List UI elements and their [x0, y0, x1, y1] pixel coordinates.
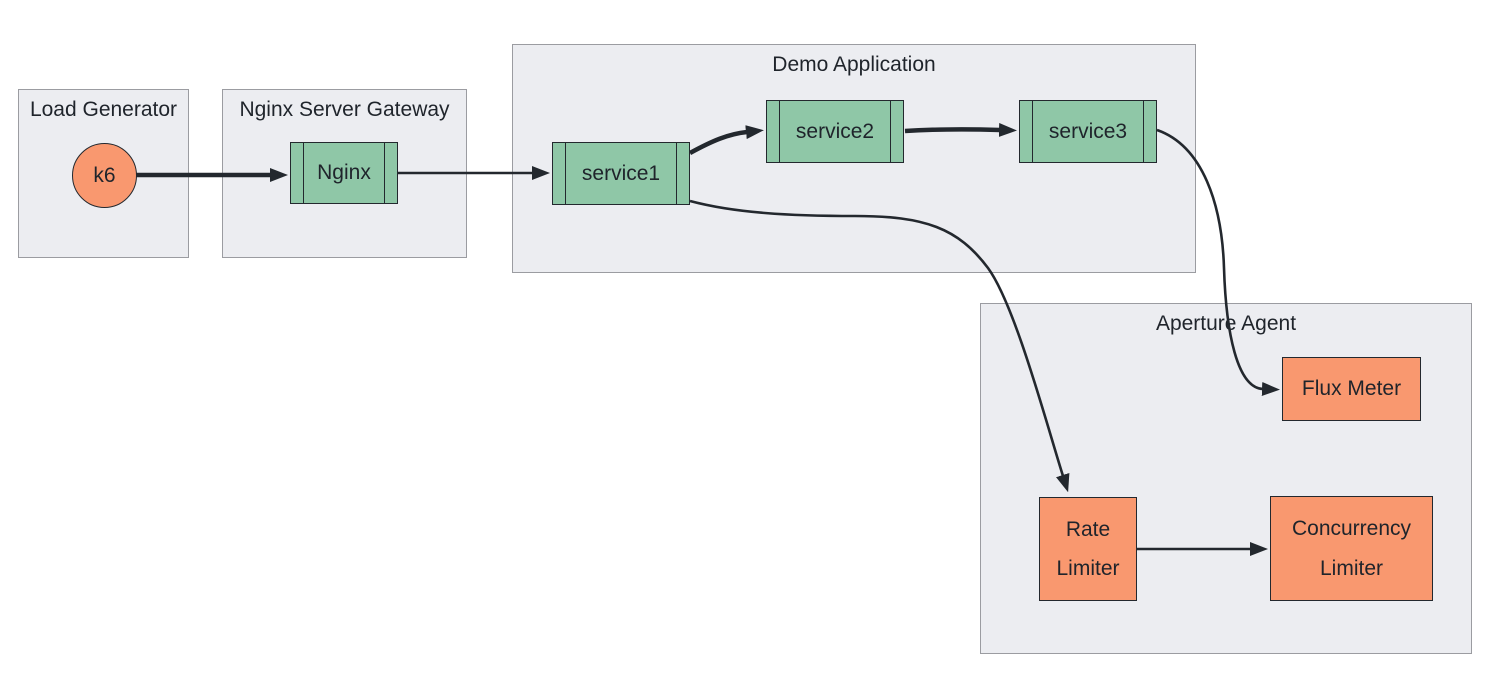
node-concurrency-limiter: Concurrency Limiter: [1270, 496, 1433, 601]
node-service2: service2: [766, 100, 904, 163]
node-service1: service1: [552, 142, 690, 205]
node-service2-label: service2: [795, 119, 875, 143]
node-rate-limiter: Rate Limiter: [1039, 497, 1137, 601]
node-service3: service3: [1019, 100, 1157, 163]
node-service3-label: service3: [1048, 119, 1128, 143]
node-rate-limiter-line1: Rate: [1065, 517, 1111, 541]
node-k6-label: k6: [93, 163, 116, 187]
group-title-load-generator: Load Generator: [29, 98, 178, 121]
node-nginx: Nginx: [290, 142, 398, 204]
node-concurrency-limiter-line1: Concurrency: [1291, 517, 1412, 541]
node-service1-label: service1: [581, 161, 661, 185]
node-rate-limiter-line2: Limiter: [1056, 557, 1120, 580]
node-k6: k6: [72, 143, 137, 208]
group-aperture-agent: Aperture Agent: [980, 303, 1472, 654]
node-flux-meter: Flux Meter: [1282, 357, 1421, 421]
node-concurrency-limiter-line2: Limiter: [1319, 556, 1383, 580]
node-nginx-label: Nginx: [317, 161, 371, 184]
node-flux-meter-label: Flux Meter: [1301, 377, 1402, 400]
group-title-demo-application: Demo Application: [772, 53, 936, 76]
group-title-aperture-agent: Aperture Agent: [1155, 312, 1297, 335]
group-title-nginx-server-gateway: Nginx Server Gateway: [239, 98, 450, 121]
